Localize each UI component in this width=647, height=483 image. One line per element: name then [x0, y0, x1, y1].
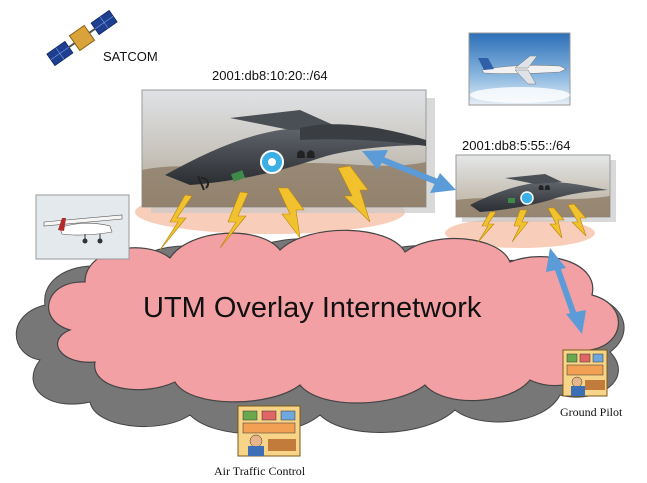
lightning-icon [567, 203, 587, 237]
ground-pilot-label: Ground Pilot [560, 405, 623, 419]
lightning-icon [337, 165, 371, 223]
lightning-group-small [477, 203, 587, 243]
lightning-icon [277, 187, 305, 239]
double-arrow-icon [546, 248, 586, 334]
control-room-icon [562, 349, 608, 397]
cessna-icon [43, 214, 123, 244]
double-arrow-icon [362, 150, 456, 193]
atc-label: Air Traffic Control [214, 464, 306, 478]
drone-icon [165, 110, 426, 185]
sensor-dish-icon [520, 191, 534, 205]
drone-icon-small [470, 174, 608, 212]
utm-cloud [48, 229, 619, 404]
airliner-icon [478, 55, 567, 85]
lightning-icon [511, 209, 529, 243]
satcom-label: SATCOM [103, 49, 158, 64]
lightning-group-large [159, 165, 371, 251]
lightning-icon [219, 191, 249, 249]
onboard-icons-large: ☗☗ [197, 148, 316, 191]
satellite-icon [46, 9, 118, 67]
cessna-photo [35, 194, 130, 260]
drone-photo-small [455, 154, 616, 222]
prefix-small-label: 2001:db8:5:55::/64 [462, 138, 571, 153]
radio-icon [508, 198, 515, 203]
people-icon: ☗☗ [296, 148, 316, 161]
control-room-icon [237, 405, 301, 457]
onboard-icons-small: ☗☗ [508, 184, 551, 205]
cloud-label: UTM Overlay Internetwork [143, 292, 482, 324]
lightning-icon [477, 211, 497, 243]
airliner-photo [468, 32, 571, 106]
radio-icon [230, 170, 246, 182]
lightning-icon [547, 207, 565, 239]
antenna-icon [197, 175, 210, 191]
people-icon: ☗☗ [538, 184, 551, 192]
lightning-icon [159, 194, 193, 251]
prefix-large-label: 2001:db8:10:20::/64 [212, 68, 328, 83]
